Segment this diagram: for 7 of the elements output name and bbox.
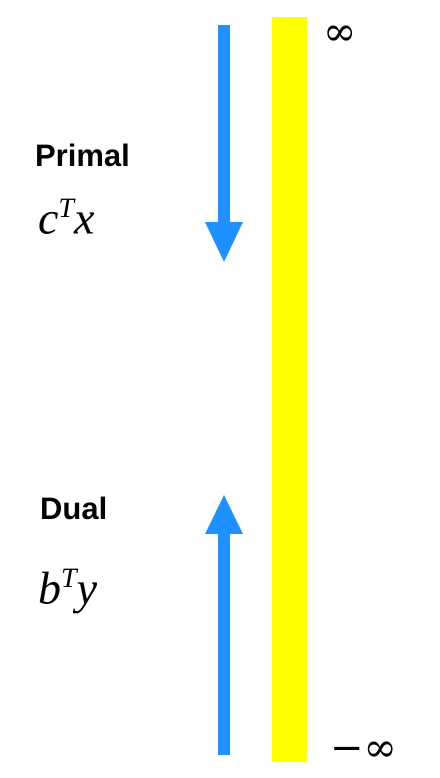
bar	[272, 17, 307, 762]
objective-expression: c$^{T}$x	[38, 195, 94, 242]
negative-infinity-label: −∞	[330, 728, 397, 768]
dual-label: Dual	[40, 493, 108, 524]
primal-label: Primal	[35, 140, 130, 171]
objective-expression: b$^{T}$y	[38, 565, 97, 612]
infinity-label: ∞	[323, 12, 356, 52]
